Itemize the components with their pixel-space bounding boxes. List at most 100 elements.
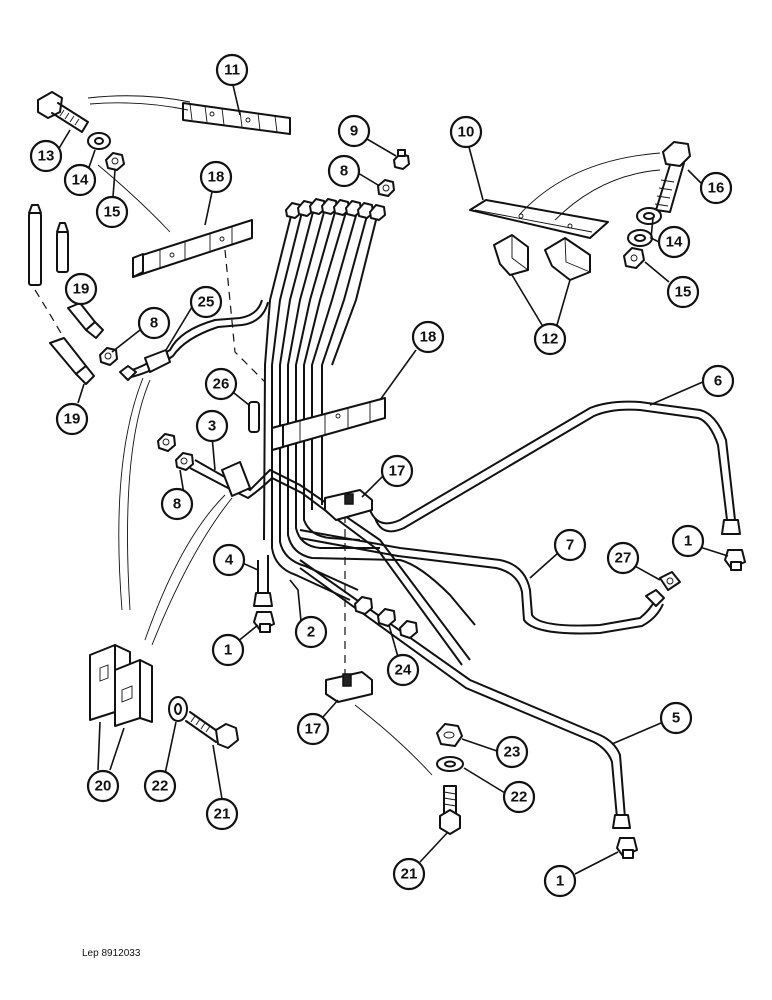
svg-text:19: 19: [73, 281, 90, 298]
callout-8: 8: [327, 154, 361, 188]
callout-27: 27: [606, 541, 640, 575]
fitting-19-upper: [67, 302, 104, 339]
callout-18: 18: [199, 160, 233, 194]
svg-text:15: 15: [675, 284, 692, 301]
connector-1-right-upper: [724, 549, 746, 571]
svg-text:18: 18: [420, 329, 437, 346]
callout-3: 3: [195, 409, 229, 443]
svg-text:3: 3: [208, 418, 216, 435]
svg-text:27: 27: [615, 550, 632, 567]
callout-9: 9: [337, 114, 371, 148]
callout-1: 1: [671, 524, 705, 558]
svg-text:22: 22: [511, 789, 528, 806]
svg-text:13: 13: [38, 148, 55, 165]
pipe-6: [369, 400, 741, 535]
bracket-12-left: [493, 234, 529, 276]
adapter-27: [659, 571, 681, 591]
svg-text:22: 22: [152, 778, 169, 795]
fitting-19-lower: [49, 337, 95, 385]
svg-text:17: 17: [305, 721, 322, 738]
svg-text:6: 6: [714, 373, 722, 390]
svg-text:17: 17: [389, 463, 406, 480]
connector-1-bottom: [616, 837, 638, 859]
callout-7: 7: [553, 528, 587, 562]
clamp-17-upper: [324, 489, 373, 521]
callout-6: 6: [701, 364, 735, 398]
clamp-bar-11: [87, 95, 291, 135]
svg-text:16: 16: [708, 180, 725, 197]
callout-19: 19: [55, 402, 89, 436]
fitting-24: [354, 596, 418, 639]
washer-22-left: [168, 696, 188, 722]
svg-text:19: 19: [64, 411, 81, 428]
callout-17: 17: [380, 454, 414, 488]
callout-8: 8: [137, 306, 171, 340]
callout-21: 21: [392, 857, 426, 891]
washer-22-right: [436, 756, 464, 772]
svg-text:14: 14: [72, 172, 89, 189]
pipe-bundle: [263, 198, 476, 626]
svg-text:21: 21: [214, 806, 231, 823]
connector-1-left: [253, 611, 275, 633]
svg-text:10: 10: [458, 124, 475, 141]
callout-2: 2: [294, 615, 328, 649]
callout-21: 21: [205, 797, 239, 831]
callout-16: 16: [699, 171, 733, 205]
callout-1: 1: [211, 633, 245, 667]
pipe-3: [144, 459, 471, 666]
washer-14-left: [87, 132, 111, 150]
callout-17: 17: [296, 712, 330, 746]
svg-text:8: 8: [340, 163, 348, 180]
pin-26: [248, 401, 260, 433]
pipe-7: [299, 529, 665, 635]
svg-text:24: 24: [395, 662, 412, 679]
callout-8: 8: [160, 487, 194, 521]
callout-4: 4: [212, 543, 246, 577]
callout-1: 1: [543, 864, 577, 898]
callout-22: 22: [143, 769, 177, 803]
callout-14: 14: [657, 225, 691, 259]
callout-12: 12: [533, 322, 567, 356]
adapter-8-bottom-left: [157, 433, 194, 471]
callout-25: 25: [189, 285, 223, 319]
alignment-dash-line: [224, 249, 266, 383]
callout-20: 20: [86, 769, 120, 803]
bolt-21-left: [185, 711, 239, 749]
svg-text:15: 15: [104, 204, 121, 221]
hose-ends: [28, 204, 71, 351]
svg-text:23: 23: [504, 744, 521, 761]
callout-22: 22: [502, 780, 536, 814]
svg-text:1: 1: [224, 642, 232, 659]
svg-text:7: 7: [566, 537, 574, 554]
drawing-reference: Lep 8912033: [82, 948, 141, 959]
callout-19: 19: [64, 272, 98, 306]
svg-text:1: 1: [556, 873, 564, 890]
svg-text:25: 25: [198, 294, 215, 311]
svg-text:26: 26: [213, 376, 230, 393]
clamp-17-lower: [325, 671, 433, 776]
svg-text:5: 5: [672, 710, 680, 727]
svg-text:14: 14: [666, 234, 683, 251]
svg-text:20: 20: [95, 778, 112, 795]
svg-text:11: 11: [224, 62, 240, 79]
clamp-bar-18-middle: [271, 397, 386, 451]
callout-18: 18: [411, 320, 445, 354]
pipe-5: [299, 559, 631, 829]
clamp-block-20: [89, 644, 153, 727]
bolt-13: [37, 91, 89, 133]
svg-text:4: 4: [225, 552, 234, 569]
callout-10: 10: [449, 115, 483, 149]
svg-text:8: 8: [173, 496, 181, 513]
svg-text:1: 1: [684, 533, 692, 550]
svg-text:8: 8: [150, 315, 158, 332]
nut-15-left: [105, 152, 125, 171]
fitting-9-top: [393, 149, 410, 170]
svg-text:21: 21: [401, 866, 418, 883]
plate-10: [469, 152, 661, 239]
bracket-12-right: [544, 237, 591, 281]
callout-13: 13: [29, 139, 63, 173]
callout-5: 5: [659, 701, 693, 735]
pipe-25: [118, 299, 269, 611]
clamp-bar-18-upper: [97, 164, 253, 278]
